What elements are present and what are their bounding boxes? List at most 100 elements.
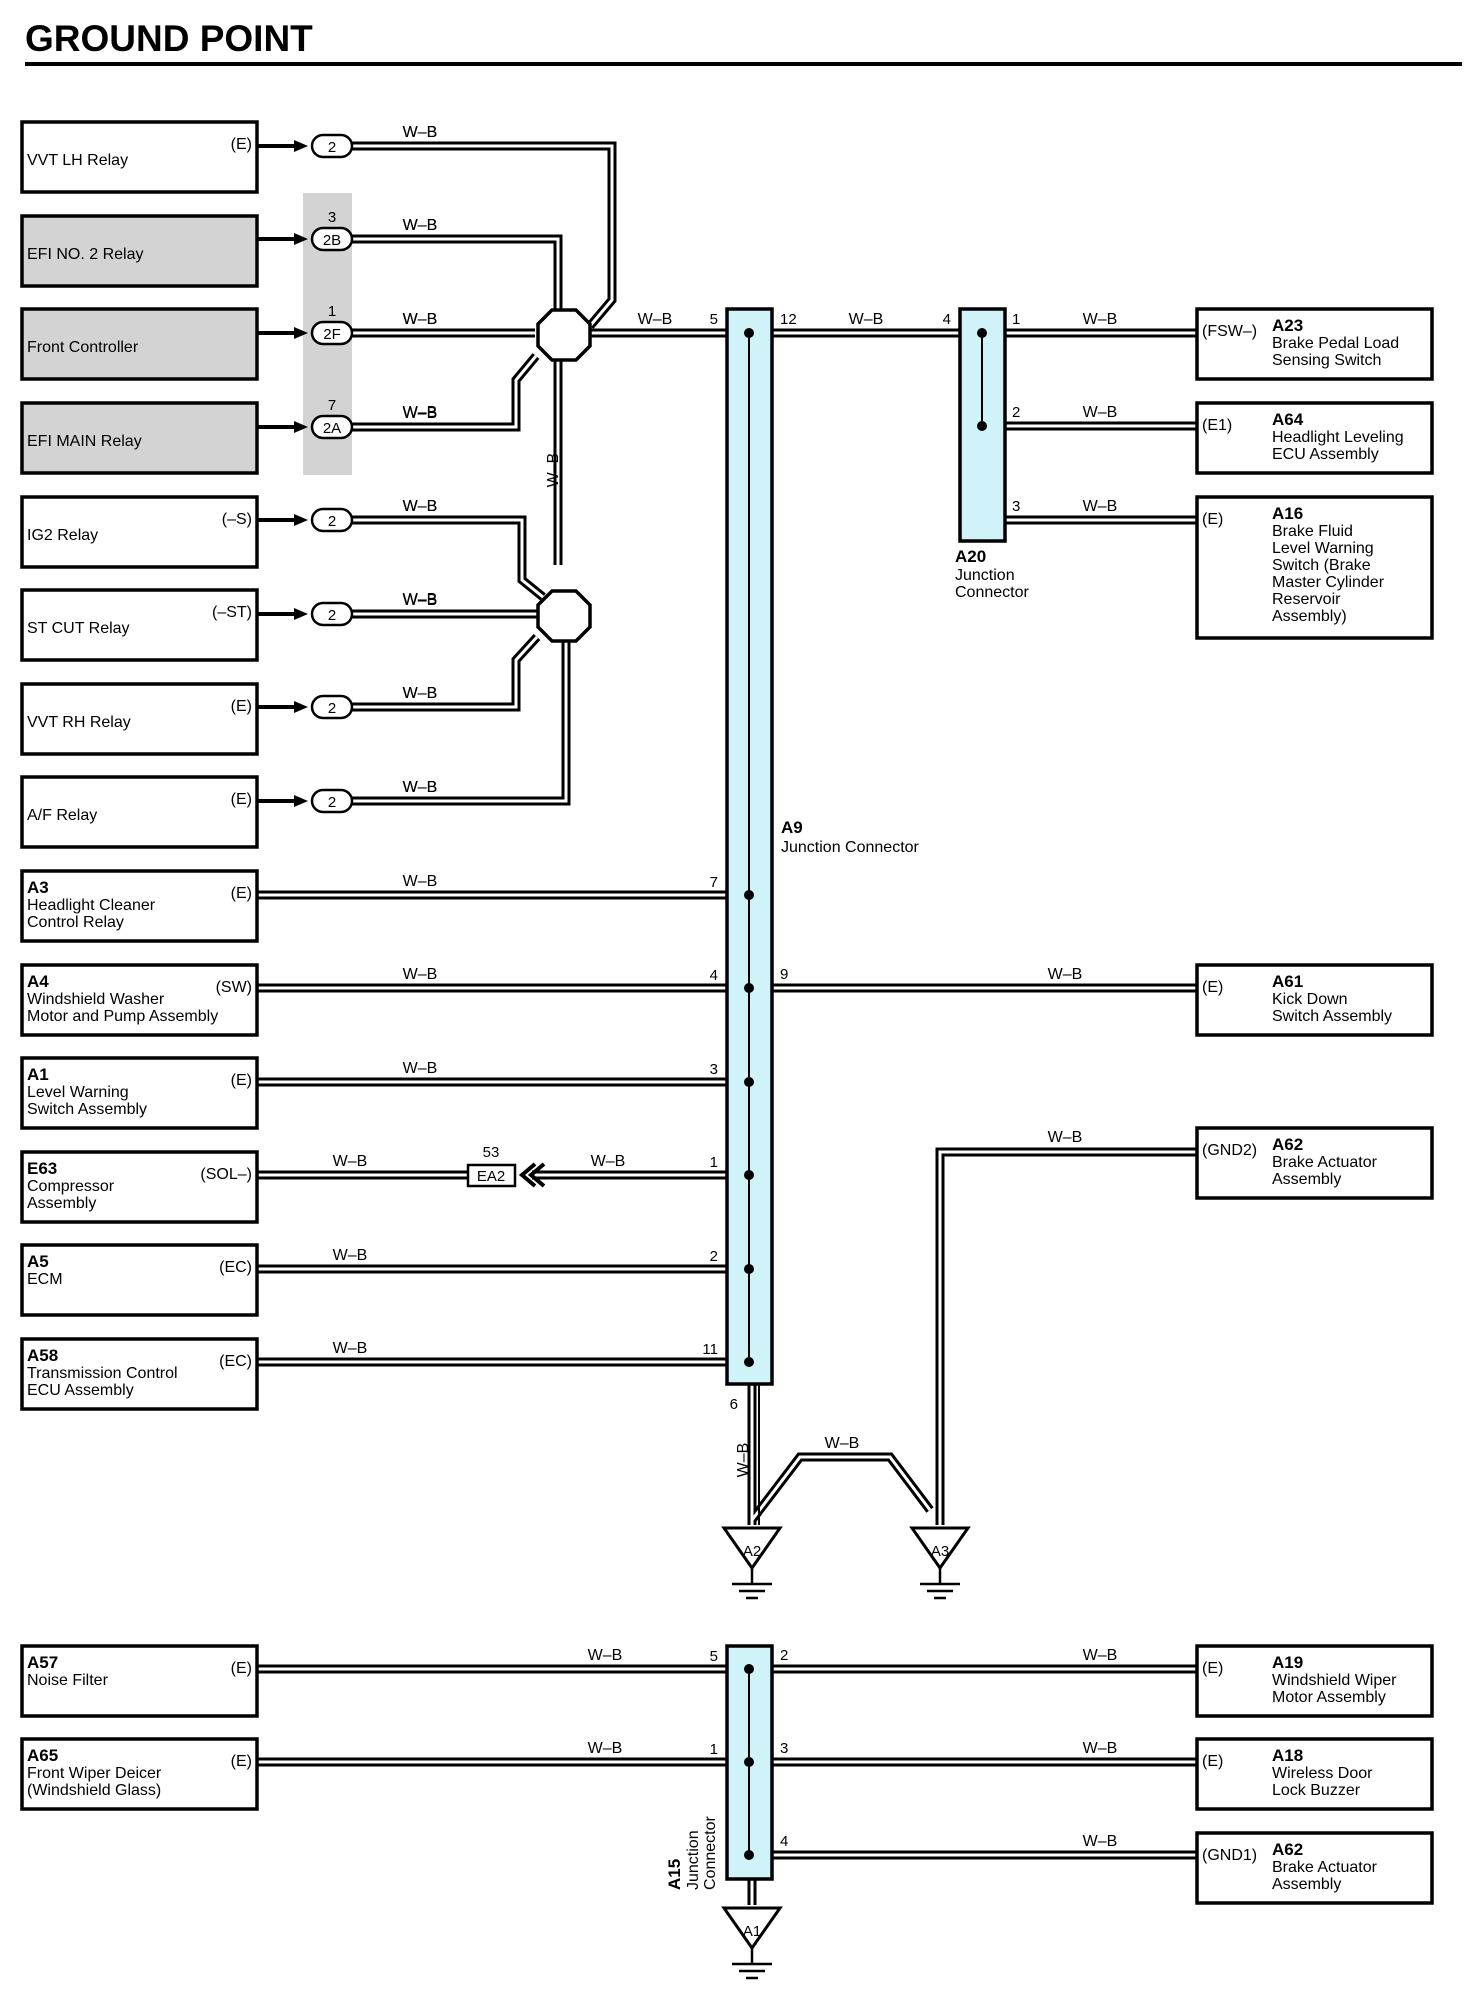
- wire-color-label: W–B: [849, 311, 884, 328]
- wire-color-label: W–B: [735, 1443, 752, 1478]
- junction-a15-code: A15: [665, 1859, 684, 1890]
- left-component-terminal: (E): [231, 885, 252, 902]
- wire-color-label: W–B: [403, 217, 438, 234]
- left-component-name: EFI NO. 2 Relay: [27, 246, 143, 263]
- right-component-name: Assembly: [1272, 1876, 1341, 1893]
- relay-plugs: [258, 133, 354, 814]
- right-component-name: Switch (Brake: [1272, 557, 1371, 574]
- wire-color-label: W–B: [403, 498, 438, 515]
- wire-color-label: W–B: [403, 405, 438, 422]
- left-component-code: A3: [27, 878, 49, 897]
- junction-pin: 2: [710, 1248, 718, 1265]
- left-component-name: Motor and Pump Assembly: [27, 1008, 218, 1025]
- wire-color-label: W–B: [403, 592, 438, 609]
- right-component-name: Level Warning: [1272, 540, 1374, 557]
- left-component-name: Front Wiper Deicer: [27, 1765, 162, 1782]
- right-components: [1195, 307, 1434, 1905]
- left-component-terminal: (E): [231, 1660, 252, 1677]
- left-component-terminal: (SOL–): [200, 1166, 252, 1183]
- wire-color-label: W–B: [1083, 1740, 1118, 1757]
- wire-color-label: W–B: [825, 1435, 860, 1452]
- right-component-name: Switch Assembly: [1272, 1008, 1392, 1025]
- left-component-terminal: (E): [231, 1072, 252, 1089]
- wire-color-label: W–B: [403, 404, 438, 421]
- right-component-name: Brake Fluid: [1272, 523, 1353, 540]
- plug-number: 2: [328, 700, 336, 717]
- wire-color-label: W–B: [1048, 966, 1083, 983]
- junction-pin: 9: [780, 966, 788, 983]
- right-component-code: A19: [1272, 1653, 1303, 1672]
- right-component-name: Brake Pedal Load: [1272, 335, 1399, 352]
- left-component-terminal: (EC): [219, 1353, 252, 1370]
- wire-color-label: W–B: [403, 591, 438, 608]
- wire-color-label: W–B: [403, 311, 438, 328]
- right-component-name: Reservoir: [1272, 591, 1341, 608]
- plug-pin: 1: [328, 303, 336, 320]
- wire-color-label: W–B: [403, 1060, 438, 1077]
- right-component-terminal: (E): [1202, 1660, 1223, 1677]
- wire-color-label: W–B: [545, 453, 562, 488]
- junction-pin: 4: [943, 311, 951, 328]
- wire-color-label: W–B: [403, 311, 438, 328]
- right-component-terminal: (E): [1202, 979, 1223, 996]
- junction-pin: 3: [1012, 498, 1020, 515]
- ground-a1: [722, 1906, 782, 1980]
- junction-pin: 3: [780, 1740, 788, 1757]
- wire-color-label: W–B: [588, 1740, 623, 1757]
- ground-a2: [722, 1526, 782, 1600]
- junction-a15-name: Connector: [702, 1816, 719, 1890]
- junction-a15-name: Junction: [685, 1830, 702, 1890]
- inline-connector-ea2: [466, 1163, 517, 1188]
- left-component-terminal: (EC): [219, 1259, 252, 1276]
- plug-number: 2: [328, 139, 336, 156]
- right-component-code: A62: [1272, 1135, 1303, 1154]
- wire-color-label: W–B: [403, 124, 438, 141]
- plug-pin: 7: [328, 397, 336, 414]
- left-component-terminal: (SW): [216, 979, 252, 996]
- right-component-name: Brake Actuator: [1272, 1859, 1378, 1876]
- plug-number: 2: [328, 607, 336, 624]
- right-component-terminal: (GND1): [1202, 1847, 1257, 1864]
- left-component-code: E63: [27, 1159, 57, 1178]
- left-component-name: ECU Assembly: [27, 1382, 134, 1399]
- left-component-code: A57: [27, 1653, 58, 1672]
- wire-color-label: W–B: [403, 685, 438, 702]
- plug-number: 2: [328, 794, 336, 811]
- wire-color-label: W–B: [1083, 404, 1118, 421]
- right-component-name: Assembly: [1272, 1171, 1341, 1188]
- right-component-terminal: (FSW–): [1202, 323, 1257, 340]
- junction-pin: 1: [710, 1154, 718, 1171]
- junction-pin: 5: [710, 311, 718, 328]
- left-component-code: A1: [27, 1065, 49, 1084]
- right-component-name: Motor Assembly: [1272, 1689, 1386, 1706]
- left-component-name: IG2 Relay: [27, 527, 98, 544]
- junction-pin: 6: [730, 1396, 738, 1413]
- junction-pin: 1: [1012, 311, 1020, 328]
- wire-color-label: W–B: [403, 124, 438, 141]
- left-component-code: A65: [27, 1746, 58, 1765]
- left-component-name: Compressor: [27, 1178, 115, 1195]
- wire-color-label: W–B: [588, 1647, 623, 1664]
- left-component-name: Front Controller: [27, 339, 139, 356]
- left-component-code: A4: [27, 972, 49, 991]
- right-component-name: Assembly): [1272, 608, 1347, 625]
- right-component-name: Headlight Leveling: [1272, 429, 1404, 446]
- left-component-name: Noise Filter: [27, 1672, 109, 1689]
- junction-pin: 4: [780, 1833, 788, 1850]
- junction-pin: 2: [1012, 404, 1020, 421]
- left-component-terminal: (E): [231, 791, 252, 808]
- inline-connector-pin: 53: [483, 1144, 500, 1161]
- left-component-name: VVT LH Relay: [27, 152, 128, 169]
- left-component-name: VVT RH Relay: [27, 714, 131, 731]
- plug-number: 2F: [323, 326, 341, 343]
- wire-color-label: W–B: [403, 498, 438, 515]
- wire-color-label: W–B: [333, 1247, 368, 1264]
- left-component-name: Level Warning: [27, 1084, 129, 1101]
- right-component-terminal: (E): [1202, 1753, 1223, 1770]
- wire-color-label: W–B: [1048, 1129, 1083, 1146]
- left-component-terminal: (–S): [222, 511, 252, 528]
- wire-color-label: W–B: [403, 966, 438, 983]
- left-component-terminal: (E): [231, 698, 252, 715]
- right-component-name: ECU Assembly: [1272, 446, 1379, 463]
- left-component-name: ST CUT Relay: [27, 620, 130, 637]
